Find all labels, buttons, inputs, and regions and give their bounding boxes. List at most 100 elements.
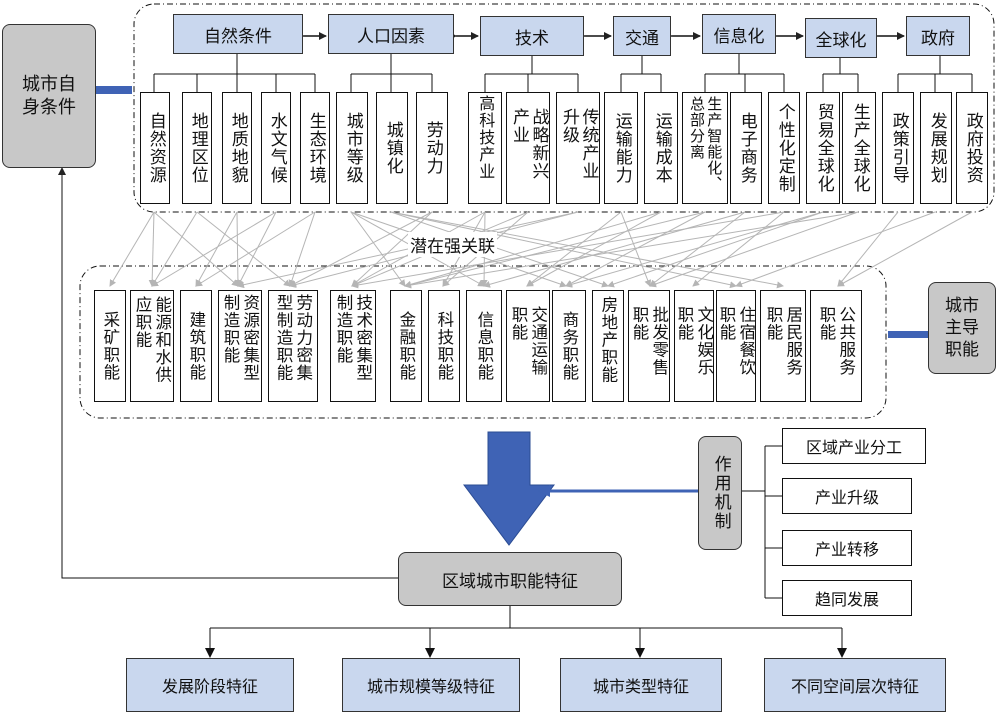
outcome-development-stage: 发展阶段特征 xyxy=(126,658,294,712)
mechanism-item-convergence: 趋同发展 xyxy=(782,580,912,616)
subfactor-label: 劳动力 xyxy=(422,121,443,175)
mechanism-item-label: 产业转移 xyxy=(814,540,879,559)
subfactor-production-globalization: 生产全球化 xyxy=(842,92,876,204)
subfactor-urbanization: 城镇化 xyxy=(376,92,408,204)
subfactor-natural-resources: 自然资源 xyxy=(140,92,170,204)
subfactor-label: 自然资源 xyxy=(145,112,166,184)
subfactor-label: 发展规划 xyxy=(926,112,947,184)
mechanism-label: 作用机制 xyxy=(710,455,731,531)
subfactor-strategic-emerging: 战略新兴产业 xyxy=(506,92,550,204)
subfactor-label: 生产全球化 xyxy=(849,103,870,193)
subfactor-label: 生态环境 xyxy=(305,112,326,184)
function-labor-manufacturing: 劳动力密集型制造职能 xyxy=(268,290,318,402)
outcome-label: 发展阶段特征 xyxy=(161,677,258,696)
function-mining: 采矿职能 xyxy=(94,290,126,402)
city-self-conditions-box: 城市自身条件 xyxy=(2,24,96,168)
subfactor-traditional-upgrade: 传统产业升级 xyxy=(556,92,600,204)
subfactor-geology: 地质地貌 xyxy=(222,92,252,204)
function-label: 信息职能 xyxy=(474,311,494,381)
function-label: 住宿餐饮职能 xyxy=(717,306,756,376)
factor-group-border xyxy=(133,3,995,213)
category-government: 政府 xyxy=(906,16,970,56)
category-informatization: 信息化 xyxy=(702,14,776,54)
subfactor-label: 高科技产业 xyxy=(476,95,496,180)
subfactor-high-tech: 高科技产业 xyxy=(468,92,502,204)
mechanism-item-division: 区域产业分工 xyxy=(782,428,926,464)
outcome-label: 不同空间层次特征 xyxy=(790,677,919,696)
city-dominant-function-label: 城市主导职能 xyxy=(945,295,979,361)
subfactor-customization: 个性化定制 xyxy=(768,92,800,204)
city-dominant-function-box: 城市主导职能 xyxy=(928,282,996,374)
function-label: 科技职能 xyxy=(434,311,454,381)
mechanism-item-transfer: 产业转移 xyxy=(782,530,912,566)
function-resident-services: 居民服务职能 xyxy=(760,290,806,402)
feedback-arrow xyxy=(58,167,398,579)
city-self-conditions-label: 城市自身条件 xyxy=(22,73,76,118)
function-business: 商务职能 xyxy=(552,290,586,402)
mechanism-item-label: 产业升级 xyxy=(814,488,879,507)
category-globalization: 全球化 xyxy=(805,18,877,58)
function-real-estate: 房地产职能 xyxy=(592,290,624,402)
big-down-arrow xyxy=(463,431,555,546)
category-transport: 交通 xyxy=(613,16,671,56)
category-label: 信息化 xyxy=(713,26,765,47)
function-tech-manufacturing: 技术密集型制造职能 xyxy=(330,290,376,402)
subfactor-hydrology-climate: 水文气候 xyxy=(261,92,291,204)
subfactor-label: 水文气候 xyxy=(266,112,287,184)
function-science: 科技职能 xyxy=(428,290,460,402)
category-label: 政府 xyxy=(921,28,955,49)
outcome-city-type: 城市类型特征 xyxy=(560,658,722,712)
subfactor-label: 生产智能化、总部分离 xyxy=(688,96,724,192)
regional-city-function-feature: 区域城市职能特征 xyxy=(398,552,622,606)
mechanism-bracket xyxy=(742,445,782,599)
mechanism-box: 作用机制 xyxy=(698,436,742,550)
outcome-tree xyxy=(209,606,843,652)
function-label: 劳动力密集型制造职能 xyxy=(274,294,313,382)
function-label: 技术密集型制造职能 xyxy=(334,294,373,382)
category-technology: 技术 xyxy=(480,16,584,56)
function-label: 文化娱乐职能 xyxy=(675,306,714,376)
function-label: 建筑职能 xyxy=(186,311,206,381)
function-label: 批发零售职能 xyxy=(630,306,669,376)
function-resource-manufacturing: 资源密集型制造职能 xyxy=(218,290,262,402)
function-label: 能源和水供应职能 xyxy=(133,296,172,384)
subfactor-policy: 政策引导 xyxy=(882,92,914,204)
category-label: 技术 xyxy=(515,28,549,49)
category-label: 人口因素 xyxy=(357,26,425,47)
subfactor-label: 运输能力 xyxy=(611,112,632,184)
outcome-label: 城市规模等级特征 xyxy=(366,677,495,696)
outcome-spatial-level: 不同空间层次特征 xyxy=(764,658,946,712)
function-group-border xyxy=(79,265,887,419)
function-label: 资源密集型制造职能 xyxy=(221,294,260,382)
subfactor-gov-investment: 政府投资 xyxy=(956,92,988,204)
subfactor-location: 地理区位 xyxy=(182,92,212,204)
category-tree xyxy=(153,54,973,92)
category-label: 自然条件 xyxy=(204,26,272,47)
subfactor-label: 战略新兴产业 xyxy=(509,108,549,180)
function-label: 公共服务职能 xyxy=(817,306,856,376)
function-wholesale-retail: 批发零售职能 xyxy=(628,290,670,402)
function-label: 金融职能 xyxy=(396,311,416,381)
subfactor-label: 个性化定制 xyxy=(774,103,795,193)
function-transportation: 交通运输职能 xyxy=(506,290,550,402)
subfactor-label: 电子商务 xyxy=(736,112,757,184)
subfactor-trade-globalization: 贸易全球化 xyxy=(806,92,840,204)
subfactor-label: 政府投资 xyxy=(962,112,983,184)
function-label: 房地产职能 xyxy=(598,296,618,384)
latent-links xyxy=(109,211,973,289)
function-label: 交通运输职能 xyxy=(509,306,548,376)
subfactor-label: 贸易全球化 xyxy=(813,103,834,193)
latent-association-label: 潜在强关联 xyxy=(408,232,497,257)
function-label: 采矿职能 xyxy=(100,311,120,381)
function-energy-water: 能源和水供应职能 xyxy=(130,290,174,402)
function-label: 商务职能 xyxy=(559,311,579,381)
category-label: 交通 xyxy=(625,28,659,49)
self-connector xyxy=(96,86,132,94)
subfactor-transport-cost: 运输成本 xyxy=(644,92,678,204)
subfactor-label: 政策引导 xyxy=(888,112,909,184)
dominant-connector xyxy=(888,331,928,338)
category-label: 全球化 xyxy=(815,30,867,51)
subfactor-transport-capacity: 运输能力 xyxy=(604,92,638,204)
mechanism-item-label: 趋同发展 xyxy=(814,590,879,609)
function-information: 信息职能 xyxy=(466,290,502,402)
